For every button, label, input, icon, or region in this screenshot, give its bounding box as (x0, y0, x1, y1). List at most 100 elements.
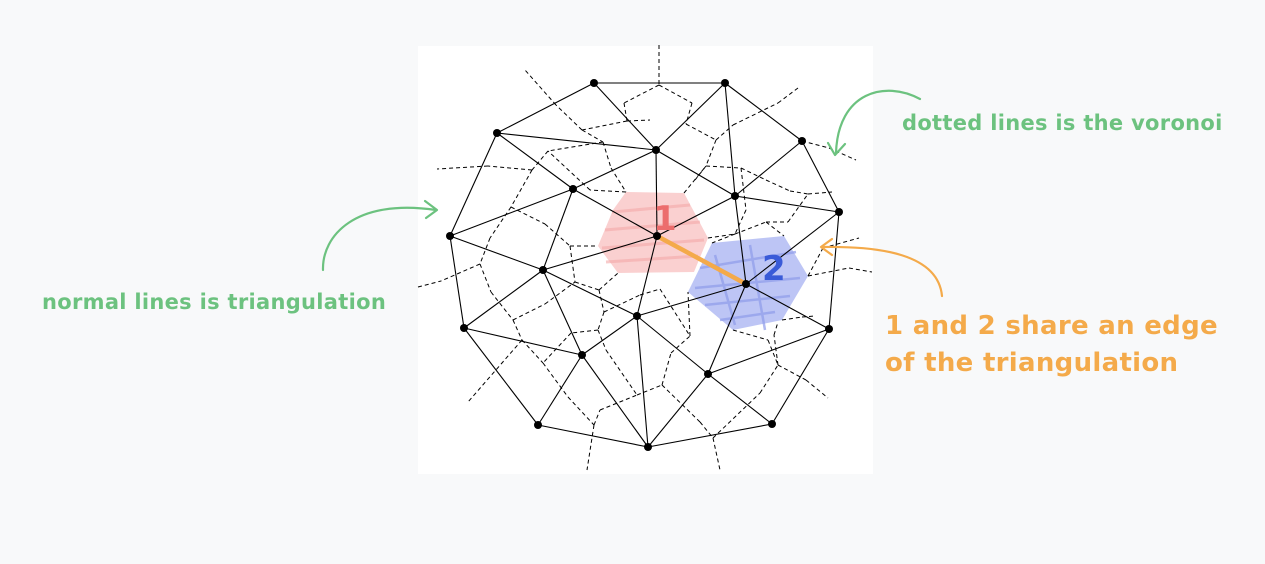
voronoi-edge (801, 140, 830, 149)
triangulation-annotation: normal lines is triangulation (42, 290, 387, 314)
triangulation-edge (449, 132, 498, 237)
triangulation-edge (636, 235, 658, 317)
voronoi-edge (732, 329, 769, 341)
triangulation-edge (463, 269, 544, 329)
voronoi-edge (715, 124, 734, 141)
voronoi-edge (685, 102, 693, 125)
voronoi-edge (544, 281, 576, 305)
cell-two-number: 2 (762, 249, 786, 289)
triangulation-vertex (742, 280, 750, 288)
voronoi-diagram (417, 45, 873, 471)
voronoi-edge (658, 84, 693, 104)
triangulation-edge (647, 373, 709, 448)
triangulation-edge (636, 315, 709, 375)
voronoi-edge (602, 141, 612, 169)
triangulation-vertex (539, 266, 547, 274)
voronoi-edge (639, 288, 661, 296)
voronoi-edge (490, 291, 514, 321)
curved-arrow-icon (826, 89, 922, 157)
voronoi-edge (593, 409, 601, 426)
voronoi-edge (848, 267, 873, 273)
triangulation-edge (828, 211, 840, 330)
triangulation-edge (542, 235, 658, 271)
triangulation-edge (542, 269, 583, 356)
triangulation-edge (734, 195, 840, 213)
triangulation-vertex (578, 351, 586, 359)
voronoi-edge (828, 147, 857, 161)
triangulation-edge (593, 82, 657, 151)
voronoi-edge (489, 206, 512, 239)
voronoi-edge (773, 321, 779, 336)
voronoi-edge (436, 165, 489, 170)
voronoi-annotation: dotted lines is the voronoi (902, 111, 1223, 135)
triangulation-vertex (835, 208, 843, 216)
triangulation-edge (734, 140, 803, 197)
triangulation-vertex (798, 137, 806, 145)
triangulation-edge (745, 211, 840, 285)
voronoi-edge (512, 303, 546, 321)
triangulation-edge (572, 188, 658, 237)
triangulation-edge (647, 423, 773, 448)
voronoi-edge (524, 69, 557, 106)
voronoi-edge (542, 362, 569, 398)
triangulation-vertex (446, 232, 454, 240)
voronoi-edge (597, 329, 607, 351)
voronoi-edge (687, 291, 691, 337)
triangulation-edge (542, 269, 638, 317)
triangulation-edge (581, 315, 638, 356)
voronoi-edge (510, 206, 546, 225)
triangulation-edge (724, 82, 803, 142)
triangulation-edge (449, 235, 465, 329)
voronoi-edge (636, 384, 663, 396)
voronoi-edge (479, 237, 491, 265)
curved-arrow-icon (321, 199, 439, 272)
voronoi-edge (659, 288, 691, 337)
triangulation-vertex (721, 79, 729, 87)
triangulation-vertex (644, 443, 652, 451)
voronoi-edge (712, 437, 721, 471)
triangulation-edge (707, 328, 830, 375)
voronoi-edge (781, 316, 803, 321)
triangulation-edge (449, 188, 574, 237)
triangulation-edge (496, 82, 595, 134)
triangulation-edge (734, 195, 747, 285)
curved-arrow-icon (819, 237, 944, 298)
triangulation-edge (636, 315, 649, 448)
voronoi-edge (734, 221, 767, 235)
voronoi-edge (683, 165, 707, 194)
triangulation-vertex (569, 185, 577, 193)
cell-one-number: 1 (653, 199, 677, 239)
triangulation-edge (707, 283, 747, 375)
voronoi-edge (581, 120, 628, 131)
voronoi-edge (544, 223, 571, 247)
voronoi-edge (555, 104, 583, 131)
triangulation-vertex (590, 79, 598, 87)
triangulation-edge (655, 82, 726, 151)
triangulation-edge (707, 373, 773, 425)
cell-one-highlight (598, 192, 708, 273)
voronoi-edge (767, 339, 779, 366)
triangulation-edge (537, 424, 649, 448)
triangulation-edge (724, 82, 736, 197)
voronoi-edge (661, 352, 672, 386)
voronoi-edge (801, 315, 816, 318)
triangulation-edge (463, 327, 583, 356)
voronoi-edge (589, 189, 627, 193)
triangulation-edge (636, 283, 747, 317)
voronoi-edge (440, 263, 481, 282)
voronoi-edge (765, 179, 791, 192)
voronoi-edge (597, 311, 605, 331)
triangulation-vertex (768, 420, 776, 428)
triangulation-vertex (633, 312, 641, 320)
triangulation-edge (745, 283, 830, 330)
triangulation-vertices (446, 79, 843, 451)
voronoi-edge (777, 364, 807, 381)
triangulation-vertex (652, 146, 660, 154)
voronoi-edge (510, 169, 533, 208)
voronoi-edge (759, 364, 779, 394)
voronoi-edge (705, 165, 742, 169)
voronoi-edge (734, 209, 747, 235)
triangulation-vertex (825, 325, 833, 333)
voronoi-edge (610, 167, 627, 193)
